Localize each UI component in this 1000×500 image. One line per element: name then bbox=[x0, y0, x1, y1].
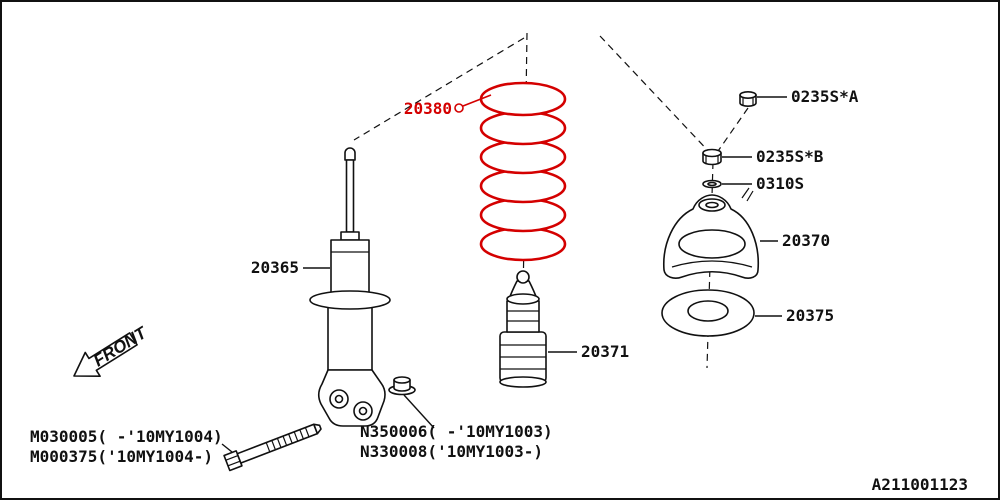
spring-coil-turn bbox=[479, 139, 567, 175]
label-mount: 20370 bbox=[782, 231, 830, 250]
bump-stop-upper-body bbox=[506, 300, 540, 333]
label-spring-seat: 20375 bbox=[786, 306, 834, 325]
drawing-code: A211001123 bbox=[872, 475, 968, 494]
label-bolt-line2: M000375('10MY1004-) bbox=[30, 447, 213, 466]
bracket-bolt-hole2-inner bbox=[358, 406, 368, 416]
shock-lower-body bbox=[327, 305, 373, 371]
axis-line-spring-to-mount bbox=[599, 35, 714, 157]
bolt-tip bbox=[313, 423, 322, 435]
mount-column-drawing bbox=[661, 91, 760, 337]
spring-coil-turn bbox=[479, 110, 567, 146]
shock-spring-seat-flange bbox=[309, 290, 391, 310]
spring-coil-turn bbox=[479, 197, 567, 233]
label-spring: 20380 bbox=[404, 99, 452, 118]
shock-piston-rod bbox=[345, 159, 355, 233]
label-bolt-line1: M030005( -'10MY1004) bbox=[30, 427, 223, 446]
washer-inner bbox=[707, 181, 717, 187]
front-indicator: FRONT bbox=[73, 322, 151, 378]
label-flange-nut-line1: N350006( -'10MY1003) bbox=[360, 422, 553, 441]
shock-rod-cap bbox=[344, 147, 356, 161]
flange-nut-top bbox=[393, 376, 411, 384]
bolt-shaft bbox=[236, 423, 319, 464]
bump-stop-neck-edge bbox=[506, 293, 540, 305]
bracket-bolt-hole-inner bbox=[334, 394, 344, 404]
front-label: FRONT bbox=[90, 322, 151, 370]
label-washer: 0310S bbox=[756, 174, 804, 193]
leader-line-bolt bbox=[221, 443, 233, 453]
spring-coil-turn bbox=[479, 81, 567, 117]
spring-coil-turn bbox=[479, 168, 567, 204]
strut-mount-rod-hole bbox=[705, 201, 719, 209]
nut-b-facets bbox=[705, 155, 719, 164]
shock-lower-bracket bbox=[317, 369, 386, 427]
nut-b-top bbox=[702, 148, 722, 158]
strut-mount-inner-contour bbox=[678, 229, 746, 259]
spring-coil-turn bbox=[479, 226, 567, 262]
bump-stop-ribs bbox=[500, 310, 546, 370]
axis-line-spring-to-shock bbox=[353, 37, 525, 141]
axis-line-nut-a bbox=[715, 107, 749, 155]
shock-rod-collar bbox=[340, 231, 360, 241]
bump-stop-tip bbox=[516, 270, 530, 284]
front-arrow-icon bbox=[73, 332, 138, 378]
bump-stop-drawing bbox=[499, 270, 547, 388]
shock-absorber-drawing bbox=[309, 147, 391, 427]
spring-seat-inner bbox=[687, 300, 729, 322]
balloon-20380 bbox=[454, 103, 464, 113]
label-shock: 20365 bbox=[251, 258, 299, 277]
strut-mount-stud bbox=[741, 187, 754, 202]
bolt-threads bbox=[265, 427, 310, 453]
bump-stop-bottom-edge bbox=[499, 376, 547, 388]
label-nut-b: 0235S*B bbox=[756, 147, 824, 166]
label-bump-stop: 20371 bbox=[581, 342, 629, 361]
part-labels: 20365 20380 20371 0235S*A 0235S*B 0310S … bbox=[30, 87, 968, 494]
label-nut-a: 0235S*A bbox=[791, 87, 859, 106]
strut-mount-flange-line bbox=[671, 260, 753, 268]
bolt-drawing bbox=[223, 423, 322, 472]
coil-spring-drawing bbox=[479, 81, 567, 262]
flange-nut-drawing bbox=[388, 376, 416, 396]
leader-line-20380 bbox=[462, 94, 492, 107]
leader-line-flange-nut bbox=[403, 394, 435, 429]
label-flange-nut-line2: N330008('10MY1003-) bbox=[360, 442, 543, 461]
shock-upper-body bbox=[330, 239, 370, 301]
bolt-head-facets bbox=[225, 454, 241, 467]
nut-a-top bbox=[739, 91, 757, 100]
nut-a-facets bbox=[742, 97, 754, 105]
